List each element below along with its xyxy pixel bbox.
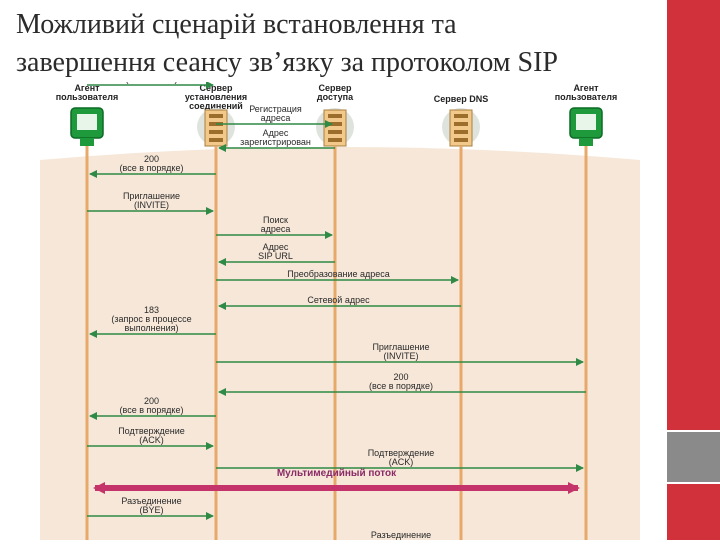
message-label-line: (ACK) — [139, 435, 164, 445]
red-side-bar — [667, 0, 720, 430]
message-label: Разъединение(BYE) — [121, 496, 181, 515]
message-label-line: адреса — [261, 113, 291, 123]
message-label: Разъединение(BYE) — [371, 530, 431, 540]
message-label: Приглашение(INVITE) — [372, 342, 429, 361]
message-label: 200(все в порядке) — [120, 154, 184, 173]
message-label-line: 200 — [393, 372, 408, 382]
message-label-line: SIP URL — [258, 251, 293, 261]
server-icon — [316, 108, 354, 147]
message-label-line: Регистрация — [249, 104, 302, 114]
message-label: Приглашение(INVITE) — [123, 191, 180, 210]
message-label: Сетевой адрес — [307, 295, 370, 305]
message-label-line: Поиск — [263, 215, 288, 225]
slide-title-line-2: завершення сеансу зв’язку за протоколом … — [16, 47, 558, 78]
lifeline-header-line: доступа — [317, 92, 354, 102]
monitor-icon — [569, 107, 603, 146]
message-label-line: 200 — [144, 396, 159, 406]
message-label-line: (INVITE) — [134, 200, 169, 210]
message-label-line: (все в порядке) — [120, 405, 184, 415]
server-icon — [442, 108, 480, 147]
message-label-line: Разъединение — [121, 496, 181, 506]
red-side-bar-bottom — [667, 484, 720, 540]
media-stream-label: Мультимедийный поток — [277, 468, 397, 479]
slide-title: Можливий сценарій встановлення та заверш… — [16, 6, 636, 82]
lifeline-header-line: Агент — [74, 83, 100, 93]
message-label-line: Приглашение — [372, 342, 429, 352]
message-label-line: (все в порядке) — [120, 163, 184, 173]
message-label-line: зарегистрирован — [240, 137, 311, 147]
lifeline-header-line: Агент — [573, 83, 599, 93]
message-label-line: Преобразование адреса — [287, 269, 390, 279]
message-label: Регистрация(REGISTER) — [125, 82, 178, 84]
message-label-line: Приглашение — [123, 191, 180, 201]
message-label: Подтверждение(ACK) — [118, 426, 185, 445]
message-label-line: (REGISTER) — [125, 82, 177, 84]
lifeline-header-line: соединений — [189, 101, 243, 111]
message-label: Преобразование адреса — [287, 269, 390, 279]
message-label: Подтверждение(ACK) — [368, 448, 435, 467]
lifeline-header-line: Сервер — [200, 83, 233, 93]
message-label-line: (запрос в процессе — [111, 314, 191, 324]
message-label-line: (BYE) — [139, 505, 163, 515]
lifeline-header-line: пользователя — [56, 92, 119, 102]
message-label-line: адреса — [261, 224, 291, 234]
lifeline-header-line: Сервер — [319, 83, 352, 93]
message-label-line: Адрес — [263, 242, 289, 252]
message-label-line: Сетевой адрес — [307, 295, 370, 305]
server-icon — [197, 108, 235, 147]
slide-title-line-1: Можливий сценарій встановлення та — [16, 9, 457, 40]
message-label-line: (все в порядке) — [369, 381, 433, 391]
message-label-line: Подтверждение — [118, 426, 185, 436]
slide-side-decoration — [667, 0, 720, 540]
message-label-line: (INVITE) — [384, 351, 419, 361]
message-label-line: Разъединение — [371, 530, 431, 540]
message-label-line: выполнения) — [124, 323, 178, 333]
lifeline-header-line: пользователя — [555, 92, 618, 102]
message-label: 200(все в порядке) — [369, 372, 433, 391]
diagram-background-panel — [40, 147, 640, 540]
lifeline-header-line: установления — [185, 92, 247, 102]
message-label-line: (ACK) — [389, 457, 414, 467]
message-label-line: Подтверждение — [368, 448, 435, 458]
lifeline-header-dns: Сервер DNS — [434, 94, 488, 104]
message-label-line: 183 — [144, 305, 159, 315]
message-label: 200(все в порядке) — [120, 396, 184, 415]
lifeline-header-line: Сервер DNS — [434, 94, 488, 104]
message-label-line: Адрес — [263, 128, 289, 138]
message-label-line: 200 — [144, 154, 159, 164]
monitor-icon — [70, 107, 104, 146]
gray-side-bar — [667, 432, 720, 482]
